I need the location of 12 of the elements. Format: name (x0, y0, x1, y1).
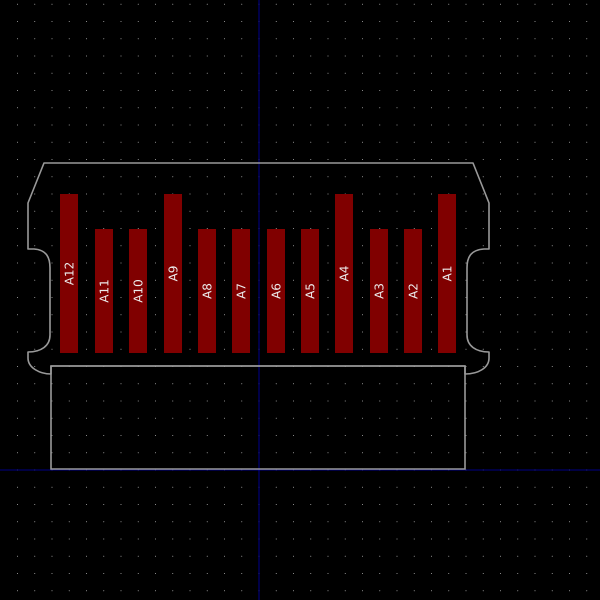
pad: A4 (335, 194, 353, 353)
pad: A9 (164, 194, 182, 353)
pad: A7 (232, 229, 250, 353)
pad: A1 (438, 194, 456, 353)
pad: A3 (370, 229, 388, 353)
pad: A10 (129, 229, 147, 353)
pad: A11 (95, 229, 113, 353)
pad: A2 (404, 229, 422, 353)
pad: A5 (301, 229, 319, 353)
pad: A8 (198, 229, 216, 353)
pad: A6 (267, 229, 285, 353)
pad: A12 (60, 194, 78, 353)
